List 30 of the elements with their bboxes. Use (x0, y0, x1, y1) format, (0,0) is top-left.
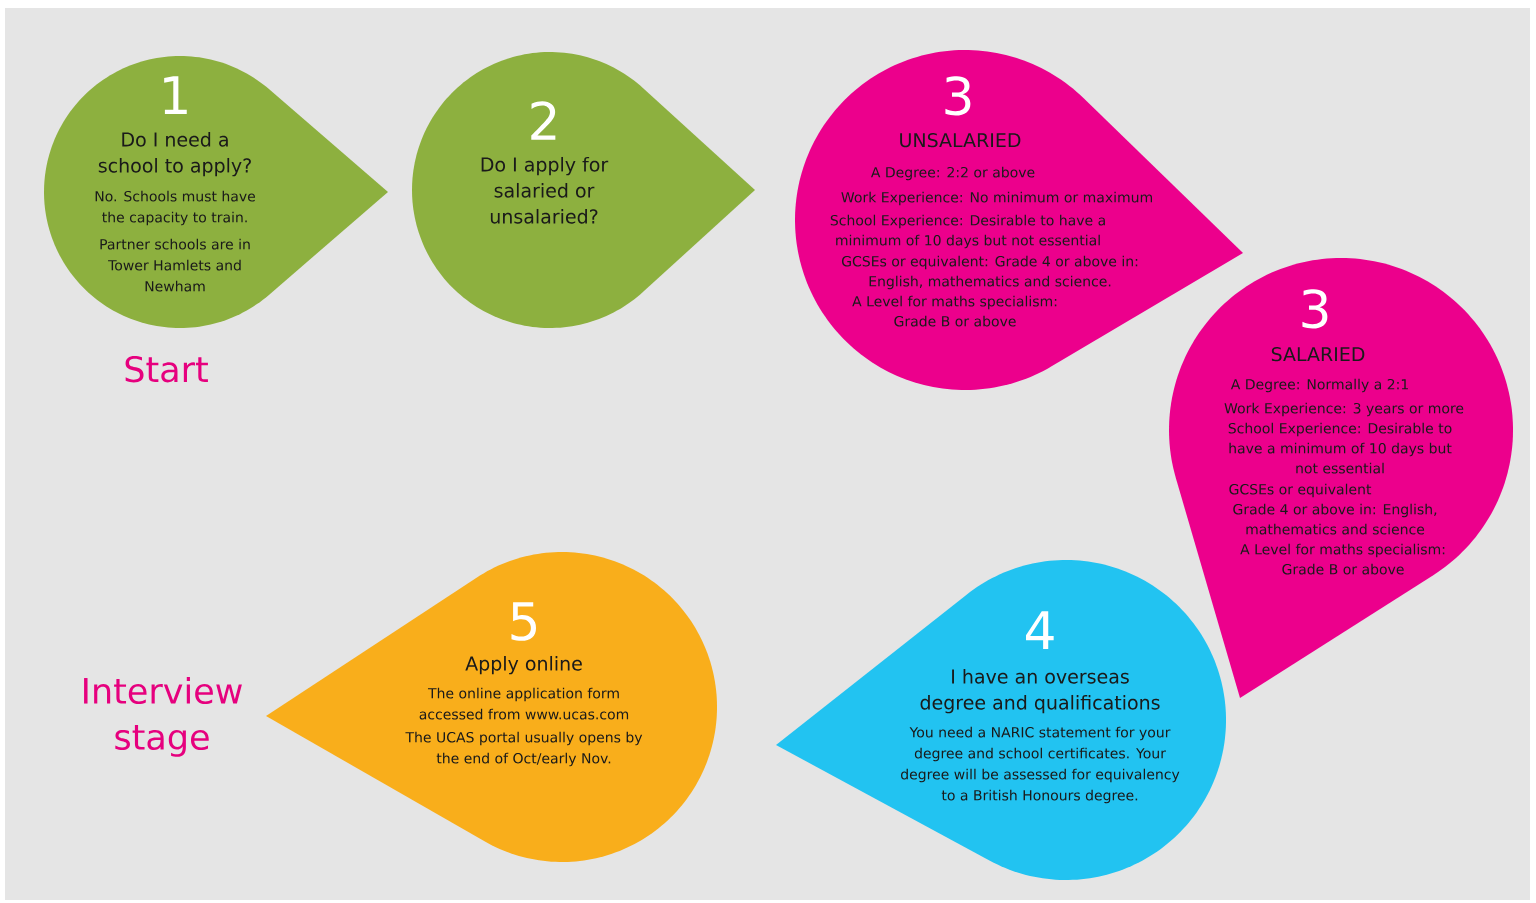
stage-label: Start (125, 355, 208, 383)
body-text: The UCAS portal usually opens by the end of Oct/early Nov. (405, 731, 643, 767)
requirement-text: A Degree: 2:2 or above (870, 166, 1035, 181)
requirement-text: A Level for maths specialism: Grade B or above (852, 295, 1057, 327)
requirement-text: Work Experience: 3 years or more (1224, 402, 1464, 417)
body-text: No. Schools must have the capacity to train. (95, 190, 256, 226)
step-number: 1 (164, 76, 187, 115)
requirement-text: Work Experience: No minimum or maximum (841, 191, 1152, 206)
requirement-text: School Experience: Desirable to have a minimum of 10 days but not essential (1228, 422, 1452, 474)
step-heading: UNSALARIED (900, 132, 1021, 148)
body-text: The online application form accessed from www.ucas.com (419, 687, 629, 720)
step-number: 3 (945, 76, 971, 116)
requirement-text: A Degree: Normally a 2:1 (1230, 378, 1408, 393)
step-number: 3 (1302, 289, 1328, 329)
step-number: 4 (1026, 611, 1054, 650)
step-number: 2 (531, 101, 556, 140)
step-heading: Apply online (465, 655, 582, 675)
requirement-text: School Experience: Desirable to have a minimum of 10 days but not essential (830, 214, 1105, 249)
body-text: You need a NARIC statement for your degree and school certificates. Your degree will be assessed for equivalency to a British Honours degree. (901, 726, 1180, 804)
requirement-text: GCSEs or equivalent: Grade 4 or above in: English, mathematics and science. (842, 255, 1138, 290)
requirement-text: A Level for maths specialism: Grade B or above (1240, 543, 1445, 575)
stage-label: Interview stage (84, 676, 242, 757)
body-text: Partner schools are in Tower Hamlets and Newham (100, 238, 250, 292)
requirement-text: GCSEs or equivalent (1229, 483, 1372, 498)
step-heading: SALARIED (1271, 346, 1365, 362)
step-heading: I have an overseas degree and qualifications (920, 668, 1160, 714)
requirement-text: Grade 4 or above in: English, mathematics and science (1233, 503, 1437, 535)
step-number: 5 (511, 602, 536, 641)
step-heading: Do I need a school to apply? (98, 131, 251, 177)
step-heading: Do I apply for salaried or unsalaried? (481, 156, 609, 224)
